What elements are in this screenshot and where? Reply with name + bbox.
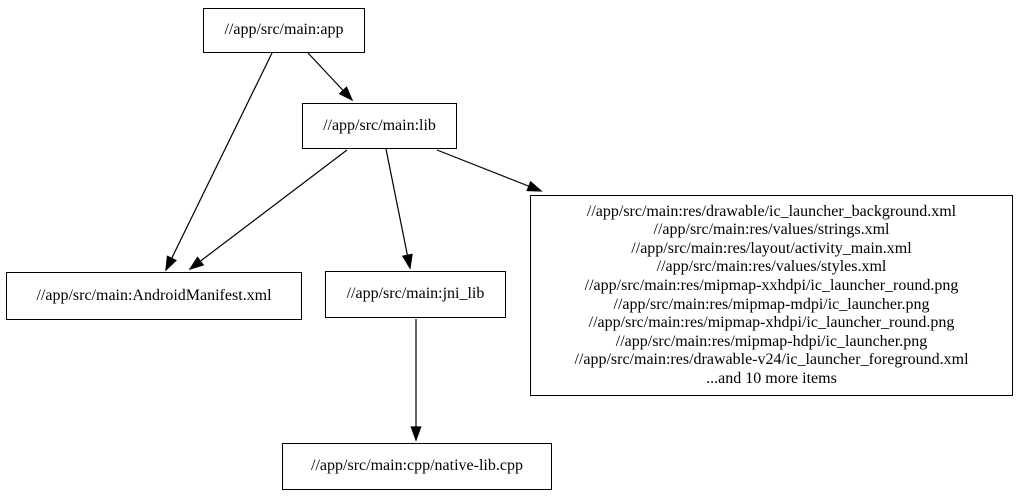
edge-jni-lib-to-native-lib-arrowhead [410, 426, 422, 442]
node-jni-lib: //app/src/main:jni_lib [325, 271, 506, 318]
edge-app-to-lib-arrowhead [338, 86, 354, 102]
edge-lib-to-resources-arrowhead [526, 180, 543, 192]
node-lib: //app/src/main:lib [302, 103, 457, 149]
node-lib-label: //app/src/main:lib [323, 116, 436, 134]
edge-app-to-manifest-arrowhead [165, 255, 177, 272]
resource-line-more-items: ...and 10 more items [706, 369, 837, 387]
edge-lib-to-manifest-arrowhead [188, 256, 205, 271]
resource-line: //app/src/main:res/mipmap-xhdpi/ic_launc… [588, 314, 955, 332]
node-native-lib-cpp: //app/src/main:cpp/native-lib.cpp [282, 443, 552, 490]
edge-lib-to-resources-line [436, 149, 542, 192]
edge-lib-to-jni-lib-arrowhead [401, 253, 413, 270]
resource-line: //app/src/main:res/mipmap-mdpi/ic_launch… [613, 295, 930, 313]
resource-line: //app/src/main:res/drawable/ic_launcher_… [586, 202, 957, 220]
resource-line: //app/src/main:res/values/strings.xml [653, 221, 890, 239]
resource-line: //app/src/main:res/drawable-v24/ic_launc… [574, 351, 969, 369]
node-resources-group: //app/src/main:res/drawable/ic_launcher_… [530, 195, 1013, 396]
resource-line: //app/src/main:res/layout/activity_main.… [631, 239, 912, 257]
resource-line: //app/src/main:res/mipmap-xxhdpi/ic_laun… [584, 276, 959, 294]
resource-line: //app/src/main:res/mipmap-hdpi/ic_launch… [615, 332, 928, 350]
edge-lib-to-manifest-line [189, 149, 348, 270]
edge-lib-to-jni-lib-line [385, 148, 411, 269]
node-android-manifest: //app/src/main:AndroidManifest.xml [6, 272, 302, 320]
resource-line: //app/src/main:res/values/styles.xml [656, 258, 887, 276]
node-native-lib-cpp-label: //app/src/main:cpp/native-lib.cpp [311, 457, 523, 475]
node-app-label: //app/src/main:app [224, 21, 344, 39]
node-app: //app/src/main:app [203, 8, 365, 53]
node-jni-lib-label: //app/src/main:jni_lib [346, 285, 485, 303]
node-android-manifest-label: //app/src/main:AndroidManifest.xml [36, 286, 272, 304]
edge-app-to-manifest-line [165, 52, 273, 271]
